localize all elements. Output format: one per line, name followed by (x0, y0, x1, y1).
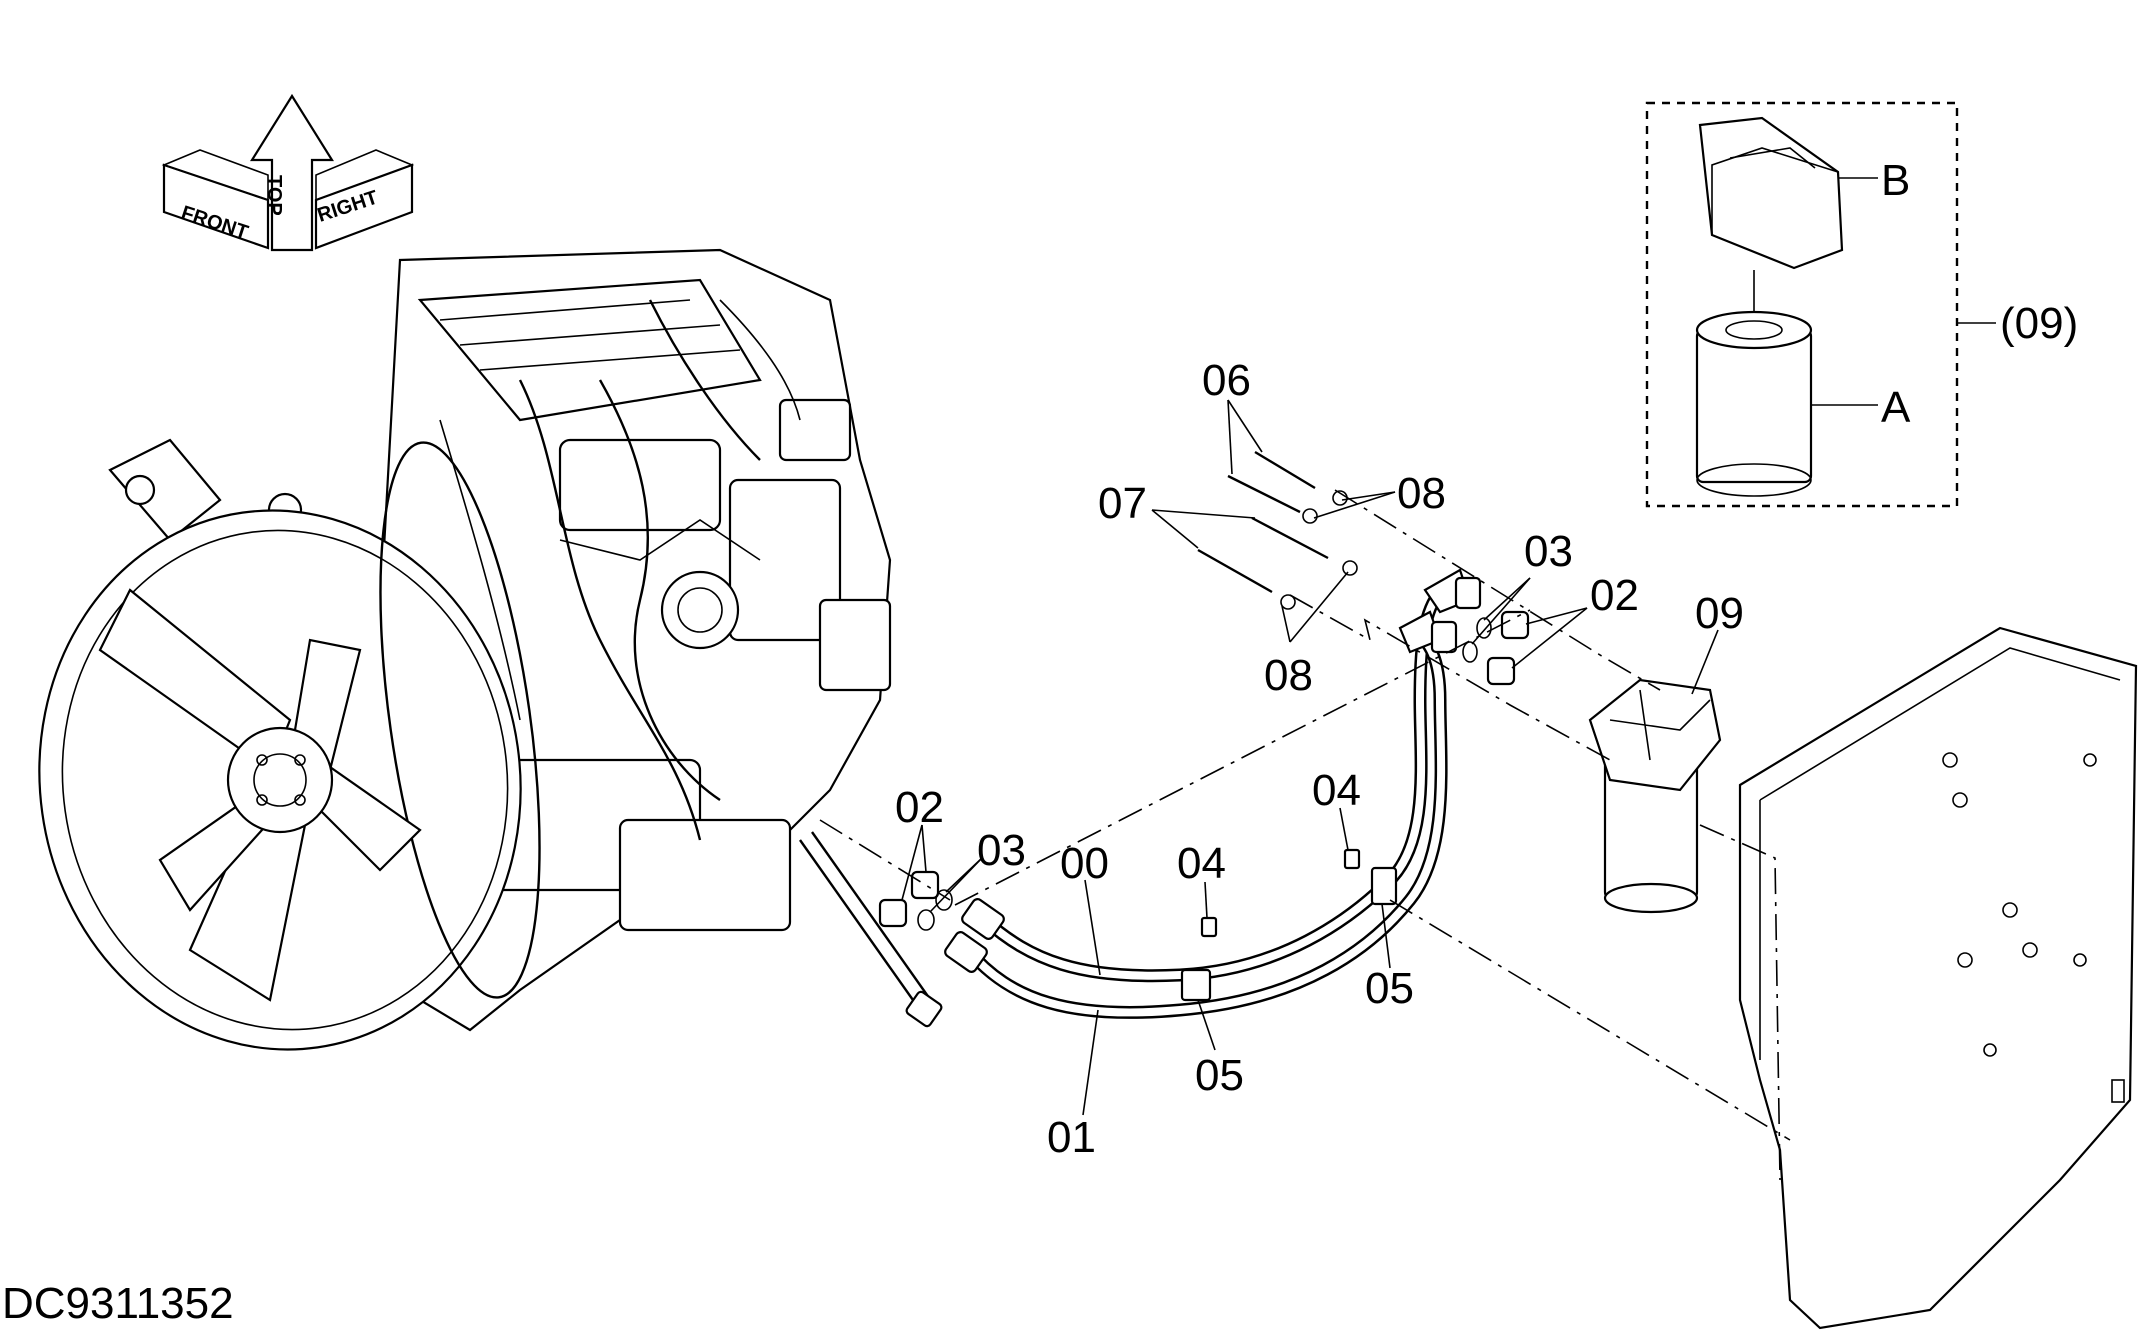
callout-05-right: 05 (1365, 964, 1414, 1013)
callout-03-right: 03 (1524, 527, 1573, 576)
top-label: TOP (263, 175, 285, 216)
detail-label-a: A (1881, 383, 1911, 432)
callout-07: 07 (1098, 479, 1147, 528)
callout-04-right: 04 (1312, 766, 1361, 815)
frame-panel (1738, 626, 2138, 1330)
small-parts (878, 450, 1530, 1002)
detail-assembly-label: (09) (2000, 299, 2078, 348)
callout-06: 06 (1202, 356, 1251, 405)
callout-01: 01 (1047, 1113, 1096, 1162)
leader-lines (901, 399, 1719, 1116)
callout-03-left: 03 (977, 826, 1026, 875)
cooling-fan (38, 441, 541, 1051)
callout-02-left: 02 (895, 783, 944, 832)
detail-label-b: B (1881, 156, 1910, 205)
orientation-symbol: FRONT RIGHT TOP (161, 93, 415, 252)
callout-09: 09 (1695, 589, 1744, 638)
drawing-id: DC9311352 (2, 1279, 234, 1328)
callout-08-bottom: 08 (1264, 651, 1313, 700)
filter-assembly-09 (1588, 678, 1722, 914)
callout-08-top: 08 (1397, 469, 1446, 518)
detail-box (1645, 101, 1996, 508)
callout-05-left: 05 (1195, 1051, 1244, 1100)
hose-lines (944, 568, 1482, 1019)
center-lines (819, 489, 1791, 1181)
callout-labels: 06 07 08 08 03 02 09 02 03 00 04 04 05 0… (2, 156, 2078, 1328)
callout-00: 00 (1060, 839, 1109, 888)
callout-04-left: 04 (1177, 839, 1226, 888)
callout-02-right: 02 (1590, 571, 1639, 620)
